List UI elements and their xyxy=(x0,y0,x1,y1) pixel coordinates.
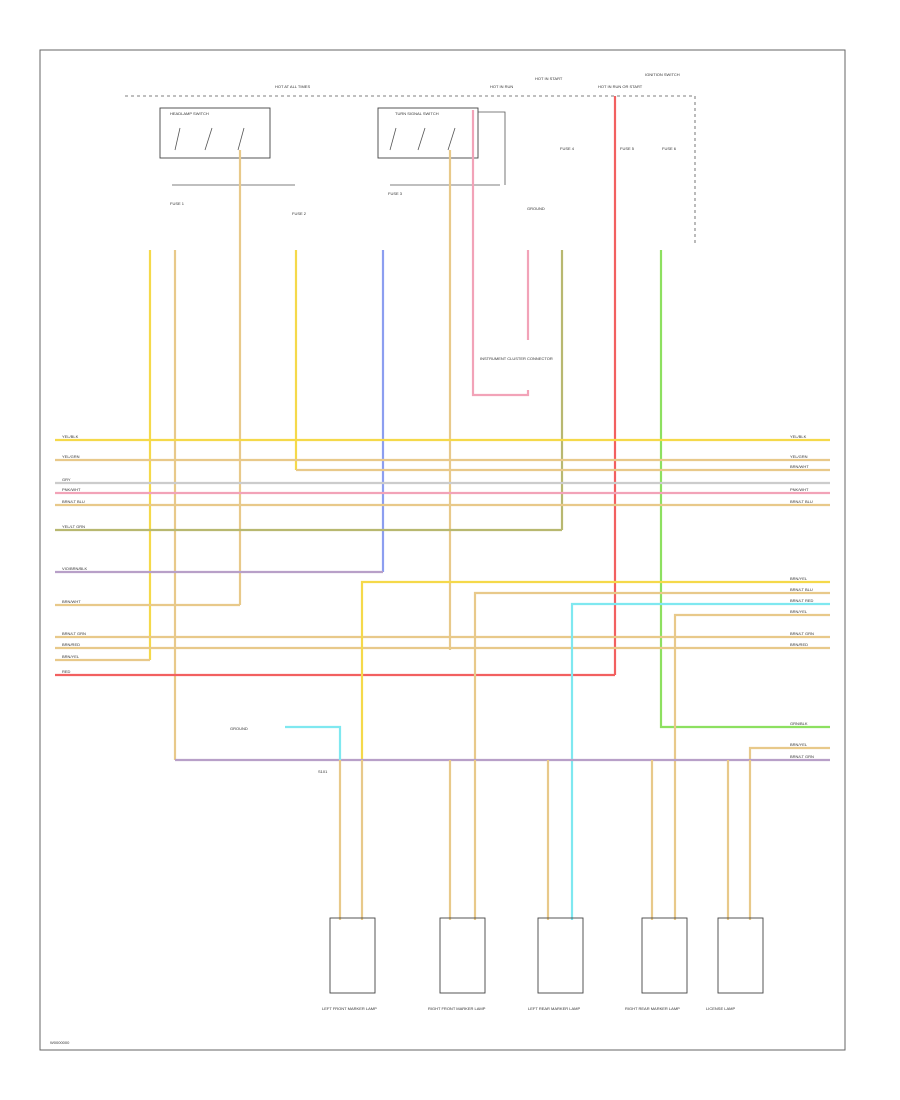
switch-contact xyxy=(389,127,397,151)
bus-right-label: BRN/YEL xyxy=(790,609,808,614)
bus-right-label: GRN/BLK xyxy=(790,721,808,726)
ground-label: GROUND xyxy=(230,726,248,731)
bus-right-label: BRN/LT BLU xyxy=(790,499,813,504)
turn-signal-switch-label: TURN SIGNAL SWITCH xyxy=(395,111,439,116)
fuse-label-5: FUSE 5 xyxy=(620,146,635,151)
top-bus-label-1: HOT AT ALL TIMES xyxy=(275,84,310,89)
lamp-assembly-4: RIGHT REAR MARKER LAMP xyxy=(625,917,688,1011)
bus-right-label: BRN/WHT xyxy=(790,464,809,469)
switch-contact xyxy=(174,127,181,151)
bus-right-label: BRN/YEL xyxy=(790,742,808,747)
headlamp-switch-label: HEADLAMP SWITCH xyxy=(170,111,209,116)
switch-contact xyxy=(204,127,213,151)
lamp-assembly-5: LICENSE LAMP xyxy=(706,917,764,1011)
switch-contact xyxy=(447,127,456,151)
bus-left-label: BRN/LT BLU xyxy=(62,499,85,504)
bus-right-label: YEL/BLK xyxy=(790,434,807,439)
fuse-block-label: GROUND xyxy=(527,206,545,211)
feed-cyan xyxy=(570,602,830,920)
connector-note: INSTRUMENT CLUSTER CONNECTOR xyxy=(480,356,553,361)
bus-right-label: BRN/LT GRN xyxy=(790,631,814,636)
bus-left-label: BRN/YEL xyxy=(62,654,80,659)
bus-right-label: BRN/RED xyxy=(790,642,808,647)
top-bus-label-2: HOT IN RUN xyxy=(490,84,513,89)
top-bus-label-3: HOT IN START xyxy=(535,76,563,81)
feed-tan xyxy=(473,591,830,760)
top-bus-label-4: HOT IN RUN OR START xyxy=(598,84,643,89)
lamp-assembly-3: LEFT REAR MARKER LAMP xyxy=(528,917,584,1011)
lamp-caption-5: LICENSE LAMP xyxy=(706,1006,735,1011)
switch-feed xyxy=(478,111,506,185)
fuse-label-1: FUSE 1 xyxy=(170,201,185,206)
bus-left-label: YEL/LT GRN xyxy=(62,524,85,529)
bus-left-label: YEL/GRN xyxy=(62,454,80,459)
feed-tan-2 xyxy=(673,613,830,920)
connector-note-box xyxy=(478,340,533,390)
fuse-label-6: FUSE 6 xyxy=(662,146,677,151)
fuse-label-2: FUSE 2 xyxy=(292,211,307,216)
turn-signal-switch-box xyxy=(377,107,479,159)
lamp-caption-3: LEFT REAR MARKER LAMP xyxy=(528,1006,580,1011)
switch-contact xyxy=(237,127,245,151)
fuse-label-4: FUSE 4 xyxy=(560,146,575,151)
lamp-caption-4: RIGHT REAR MARKER LAMP xyxy=(625,1006,680,1011)
bus-right-label: BRN/LT BLU xyxy=(790,587,813,592)
fuse-label-3: FUSE 3 xyxy=(388,191,403,196)
bus-left-label: YEL/BLK xyxy=(62,434,79,439)
bus-left-label: BRN/RED xyxy=(62,642,80,647)
bus-right-label: BRN/LT RED xyxy=(790,598,814,603)
lamp-assembly-1: LEFT FRONT MARKER LAMP xyxy=(322,917,377,1011)
lamp-caption-2: RIGHT FRONT MARKER LAMP xyxy=(428,1006,486,1011)
lamp-assembly-2: RIGHT FRONT MARKER LAMP xyxy=(428,917,486,1011)
splice-label: S101 xyxy=(318,769,328,774)
bus-right-label: BRN/LT GRN xyxy=(790,754,814,759)
bus-left-label: GRY xyxy=(62,477,71,482)
ground-cyan xyxy=(285,725,342,760)
top-bus-label-5: IGNITION SWITCH xyxy=(645,72,680,77)
bus-left-label: VIO/BRN/BLK xyxy=(62,566,87,571)
bus-left-label: RED xyxy=(62,669,71,674)
lamp-caption-1: LEFT FRONT MARKER LAMP xyxy=(322,1006,377,1011)
bus-right-label: YEL/GRN xyxy=(790,454,808,459)
bus-right-label: PNK/WHT xyxy=(790,487,809,492)
footer-code: W0000000 xyxy=(50,1040,70,1045)
feed-yellow xyxy=(360,580,830,760)
switch-contact xyxy=(417,127,426,151)
bus-left-label: BRN/WHT xyxy=(62,599,81,604)
wire-green-1 xyxy=(659,250,830,729)
wire-pink-1 xyxy=(471,110,530,397)
feed-tan-3 xyxy=(748,746,830,760)
bus-left-label: PNK/WHT xyxy=(62,487,81,492)
headlamp-switch-box xyxy=(159,107,271,159)
bus-left-label: BRN/LT GRN xyxy=(62,631,86,636)
bus-right-label: BRN/YEL xyxy=(790,576,808,581)
diagram-frame xyxy=(39,49,846,1051)
